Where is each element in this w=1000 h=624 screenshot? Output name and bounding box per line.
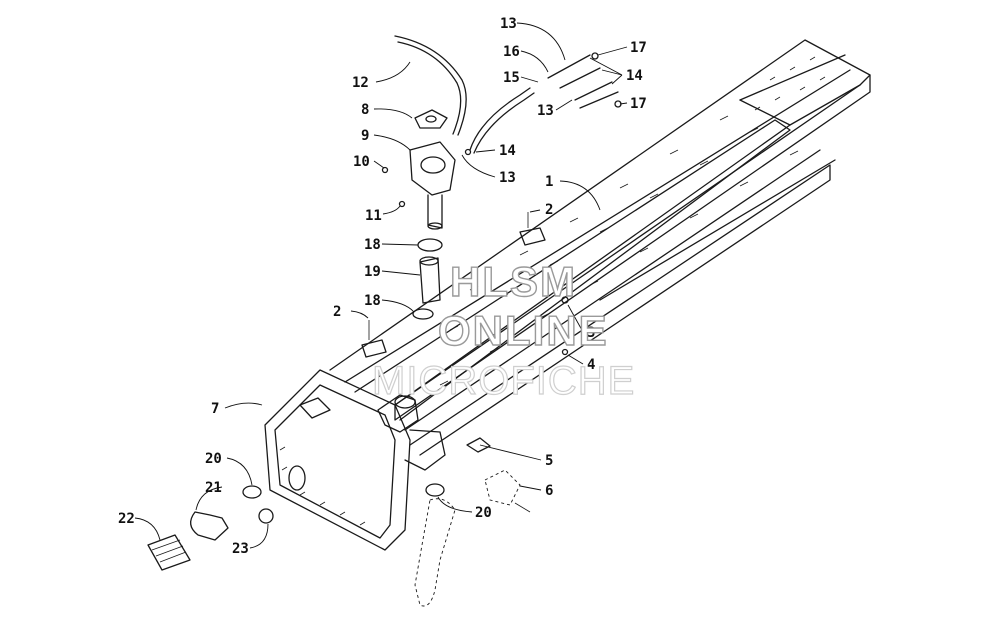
callout-17b: 17 — [630, 96, 647, 112]
callout-18a: 18 — [364, 237, 381, 253]
watermark-line-1: HLSM — [450, 258, 577, 305]
clamps-and-hose — [412, 238, 443, 320]
front-heat-exchanger — [264, 369, 411, 551]
vent-tube — [394, 35, 467, 136]
callout-13c: 13 — [499, 170, 516, 186]
callout-5: 5 — [545, 453, 553, 469]
callout-13b: 13 — [537, 103, 554, 119]
callout-15: 15 — [503, 70, 520, 86]
heat-exchanger-tunnel — [329, 39, 871, 456]
callout-3: 3 — [587, 325, 595, 341]
callout-22: 22 — [118, 511, 135, 527]
callout-21: 21 — [205, 480, 222, 496]
outlet-parts — [147, 483, 445, 571]
callout-numbers: 12 8 9 10 11 18 19 18 2 7 13 16 15 13 14… — [118, 16, 647, 557]
callout-4: 4 — [587, 357, 595, 373]
callout-13a: 13 — [500, 16, 517, 32]
outlet-fitting — [377, 394, 446, 471]
callout-2b: 2 — [333, 304, 341, 320]
callout-20b: 20 — [475, 505, 492, 521]
brackets — [361, 212, 569, 513]
callout-18b: 18 — [364, 293, 381, 309]
watermark: HLSM ONLINE MICROFICHE — [371, 257, 635, 403]
callout-2a: 2 — [545, 202, 553, 218]
callout-23: 23 — [232, 541, 249, 557]
callout-14b: 14 — [499, 143, 516, 159]
callout-9: 9 — [361, 128, 369, 144]
callout-16: 16 — [503, 44, 520, 60]
callout-10: 10 — [353, 154, 370, 170]
leader-lines — [134, 22, 628, 549]
lower-hose — [414, 469, 521, 607]
callout-8: 8 — [361, 102, 369, 118]
callout-1: 1 — [545, 174, 553, 190]
callout-17a: 17 — [630, 40, 647, 56]
callout-11: 11 — [365, 208, 382, 224]
watermark-line-2: ONLINE — [438, 307, 609, 354]
callout-19: 19 — [364, 264, 381, 280]
watermark-line-3: MICROFICHE — [372, 359, 635, 403]
filler-neck — [381, 109, 456, 230]
callout-14a: 14 — [626, 68, 643, 84]
callout-12: 12 — [352, 75, 369, 91]
callout-20a: 20 — [205, 451, 222, 467]
callout-6: 6 — [545, 483, 553, 499]
callout-7: 7 — [211, 401, 219, 417]
